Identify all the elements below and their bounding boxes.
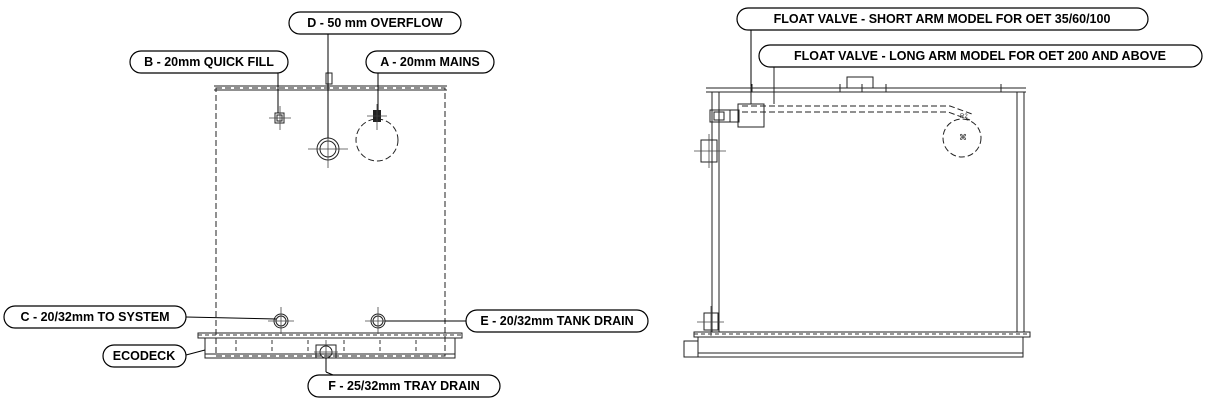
side-tray (683, 331, 1031, 358)
callout-tray-drain: F - 25/32mm TRAY DRAIN (307, 374, 501, 398)
callout-overflow: D - 50 mm OVERFLOW (288, 11, 462, 35)
callout-to-system-text: C - 20/32mm TO SYSTEM (20, 310, 169, 324)
callout-overflow-text: D - 50 mm OVERFLOW (307, 16, 443, 30)
front-elevation-view (185, 23, 466, 379)
callout-mains-text: A - 20mm MAINS (380, 55, 480, 69)
callout-to-system: C - 20/32mm TO SYSTEM (3, 305, 187, 329)
svg-text:⌘: ⌘ (959, 133, 967, 142)
mains-fitting (355, 104, 399, 162)
tank-body-outline (215, 87, 446, 357)
side-bottom-stub (697, 306, 724, 336)
quick-fill-fitting (269, 106, 291, 130)
callout-mains: A - 20mm MAINS (365, 50, 495, 74)
callout-quick-fill: B - 20mm QUICK FILL (129, 50, 289, 74)
callout-tank-drain-text: E - 20/32mm TANK DRAIN (480, 314, 633, 328)
callout-quick-fill-text: B - 20mm QUICK FILL (144, 55, 274, 69)
callout-float-short: FLOAT VALVE - SHORT ARM MODEL FOR OET 35… (736, 7, 1149, 31)
callout-ecodeck-text: ECODECK (113, 349, 176, 363)
callout-tank-drain: E - 20/32mm TANK DRAIN (465, 309, 649, 333)
side-tank-outline (711, 91, 1025, 333)
callout-ecodeck: ECODECK (102, 344, 187, 368)
lid-knob (325, 72, 333, 85)
float-ball (942, 118, 982, 158)
svg-text:R2: R2 (960, 114, 968, 120)
side-lid-handle (846, 76, 874, 89)
callout-tray-drain-text: F - 25/32mm TRAY DRAIN (328, 379, 479, 393)
callout-float-long-text: FLOAT VALVE - LONG ARM MODEL FOR OET 200… (794, 49, 1166, 63)
to-system-outlet (268, 307, 294, 334)
callout-float-short-text: FLOAT VALVE - SHORT ARM MODEL FOR OET 35… (774, 12, 1111, 26)
overflow-pipe (308, 132, 348, 168)
side-pipe-stub (694, 134, 726, 168)
side-elevation-view: ⌘ R2 (683, 60, 1031, 358)
callout-float-long: FLOAT VALVE - LONG ARM MODEL FOR OET 200… (758, 44, 1203, 68)
